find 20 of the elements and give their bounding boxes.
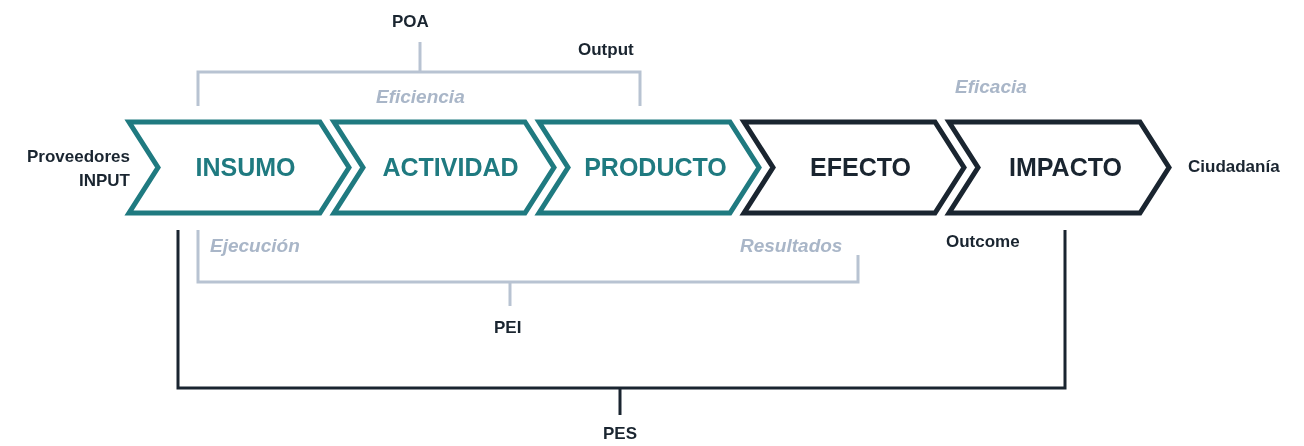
efficiency-label: Eficiencia [376,86,465,108]
step-label: INSUMO [194,152,297,183]
chevron-shape [947,120,1172,215]
efficacy-label: Eficacia [955,76,1027,98]
citizens-label: Ciudadanía [1188,157,1280,177]
step-label: IMPACTO [1008,152,1123,183]
step-label: EFECTO [809,152,912,183]
chevron-shape [742,120,967,215]
chevron-shape [537,120,762,215]
results-label: Resultados [740,235,843,257]
plan-label: POA [392,12,429,32]
chevron-shape [332,120,557,215]
step-label: ACTIVIDAD [381,152,520,183]
execution-label: Ejecución [210,235,300,257]
step-label: PRODUCTO [583,152,728,183]
plan-label: PEI [494,318,522,338]
output-label: Output [578,40,634,60]
input-label: Proveedores INPUT [26,146,130,192]
plan-label: PES [603,424,638,444]
outcome-label: Outcome [946,232,1020,252]
